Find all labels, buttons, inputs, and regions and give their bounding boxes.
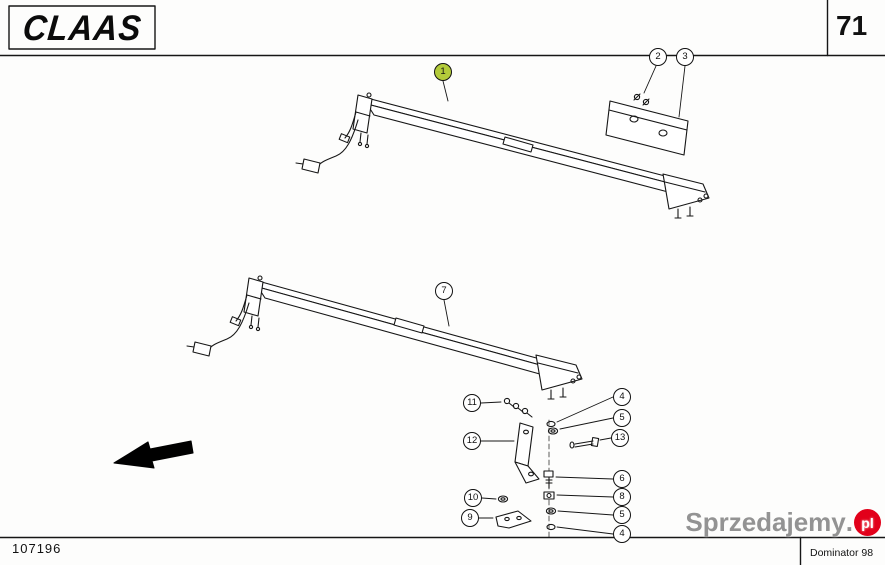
- part-11-screws: [503, 397, 533, 418]
- watermark-name: Sprzedajemy: [685, 507, 846, 537]
- watermark-tld: pl: [854, 509, 881, 536]
- doc-number: 107196: [12, 541, 62, 556]
- callout-3: 3: [676, 48, 694, 66]
- callout-4-2: 4: [613, 525, 631, 543]
- part-8-nut: [543, 491, 555, 500]
- callout-1: 1: [434, 63, 452, 81]
- callout-2: 2: [649, 48, 667, 66]
- part-9-plate: [495, 510, 532, 529]
- part-6-bolt: [543, 470, 554, 489]
- callout-9: 9: [461, 509, 479, 527]
- leader-lines: [442, 65, 686, 535]
- callout-4: 4: [613, 388, 631, 406]
- sprzedajemy-watermark: Sprzedajemy.pl: [685, 507, 881, 538]
- part-3-bracket: [605, 100, 689, 156]
- part-5-ring: [547, 427, 559, 435]
- direction-arrow: [113, 440, 194, 469]
- part-5-ring-lower: [545, 507, 557, 515]
- page-number: 71: [836, 10, 868, 41]
- part-13-bolt: [569, 436, 600, 449]
- callout-5: 5: [613, 409, 631, 427]
- part-12-bracket: [514, 422, 540, 484]
- callout-10: 10: [464, 489, 482, 507]
- upper-beam-assembly: [295, 92, 710, 219]
- part-4-washer-lower: [546, 523, 556, 531]
- claas-logo-text: CLAAS: [20, 6, 144, 47]
- exploded-parts: [495, 397, 600, 539]
- callout-6: 6: [613, 470, 631, 488]
- callout-13: 13: [611, 429, 629, 447]
- watermark-dot: .: [845, 507, 853, 537]
- part-10-washer: [497, 495, 509, 503]
- callout-8: 8: [613, 488, 631, 506]
- part-4-washer: [546, 420, 556, 428]
- model-label: Dominator 98: [810, 547, 874, 559]
- callout-11: 11: [463, 394, 481, 412]
- lower-beam-assembly: [186, 275, 583, 400]
- callout-5-2: 5: [613, 506, 631, 524]
- part-2-screws: [633, 93, 650, 106]
- callout-12: 12: [463, 432, 481, 450]
- callout-7: 7: [435, 282, 453, 300]
- claas-logo: CLAAS: [9, 6, 155, 49]
